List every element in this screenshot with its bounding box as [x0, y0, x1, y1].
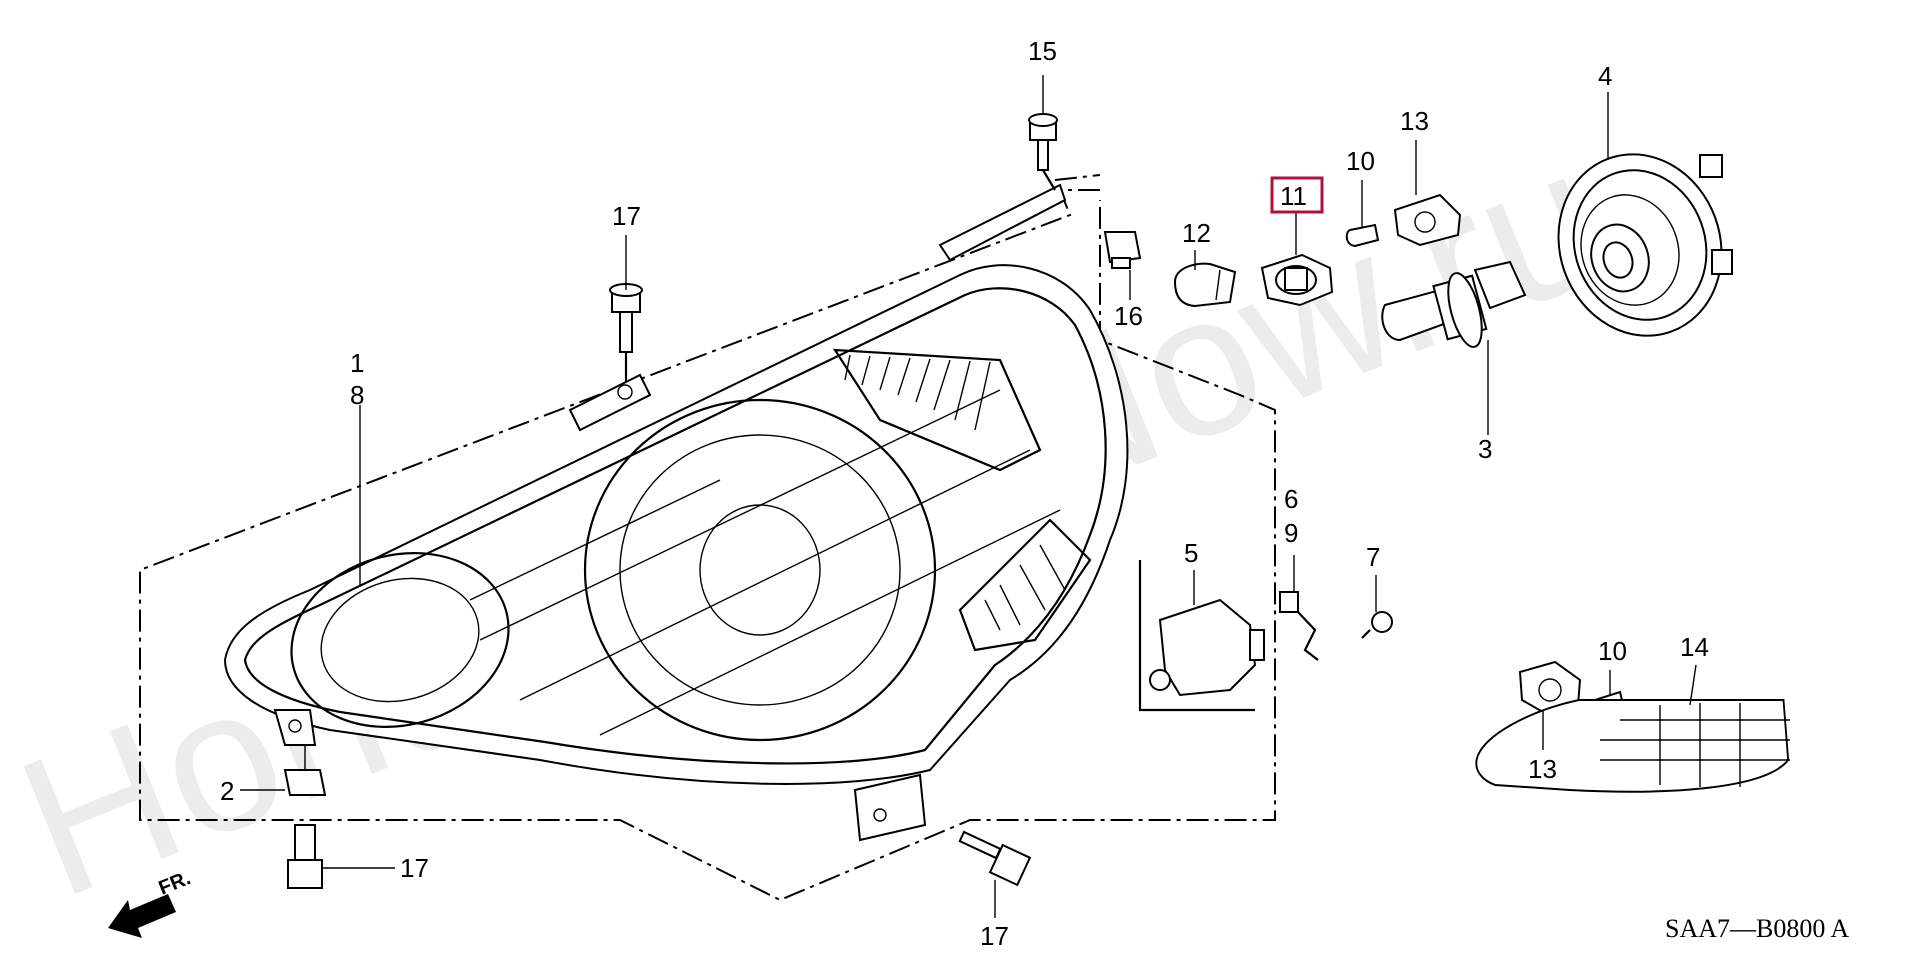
bolt-17-bottom-left[interactable] [287, 824, 323, 889]
assembly-outline [139, 174, 1276, 902]
label-part-3[interactable]: 3 [1478, 434, 1492, 464]
label-part-17-bottom-middle[interactable]: 17 [980, 921, 1009, 951]
clip-6-9[interactable] [1279, 591, 1319, 661]
headlight-assembly[interactable] [223, 183, 1129, 842]
side-marker-14[interactable] [1475, 699, 1790, 793]
bulb-12[interactable] [1173, 262, 1237, 308]
leader-lines [240, 75, 1697, 918]
label-part-12[interactable]: 12 [1182, 218, 1211, 248]
label-part-15[interactable]: 15 [1028, 36, 1057, 66]
leveling-actuator-5[interactable] [1138, 560, 1265, 712]
label-part-5[interactable]: 5 [1184, 538, 1198, 568]
label-part-14[interactable]: 14 [1680, 632, 1709, 662]
socket-11[interactable] [1260, 253, 1334, 307]
label-part-1[interactable]: 1 [350, 348, 364, 378]
nut-2[interactable] [283, 745, 327, 796]
label-part-7[interactable]: 7 [1366, 542, 1380, 572]
label-part-17-bottom-left[interactable]: 17 [400, 853, 429, 883]
label-part-6[interactable]: 6 [1284, 484, 1298, 514]
part-labels: 1 8 2 3 4 5 6 9 7 10 10 11 12 13 13 14 1… [220, 36, 1709, 951]
label-part-2[interactable]: 2 [220, 776, 234, 806]
clip-16[interactable] [1103, 231, 1142, 269]
screw-7[interactable] [1361, 611, 1393, 639]
label-part-13-bottom[interactable]: 13 [1528, 754, 1557, 784]
label-part-8[interactable]: 8 [350, 380, 364, 410]
label-part-11[interactable]: 11 [1280, 181, 1307, 211]
socket-13-top[interactable] [1393, 193, 1462, 247]
label-part-16[interactable]: 16 [1114, 301, 1143, 331]
label-part-4[interactable]: 4 [1598, 61, 1612, 91]
label-part-9[interactable]: 9 [1284, 518, 1298, 548]
dust-cover-4[interactable] [1533, 131, 1746, 359]
label-part-10-top[interactable]: 10 [1346, 146, 1375, 176]
bolt-17-bottom-middle[interactable] [958, 830, 1032, 887]
bulb-3[interactable] [1381, 260, 1527, 350]
front-arrow-icon [108, 894, 176, 938]
bolt-17-top[interactable] [609, 283, 643, 382]
part-11-highlight-box [1270, 176, 1324, 214]
label-part-10-bottom[interactable]: 10 [1598, 636, 1627, 666]
diagram-code: SAA7—B0800 A [1665, 914, 1849, 943]
label-part-13-top[interactable]: 13 [1400, 106, 1429, 136]
label-part-17-top[interactable]: 17 [612, 201, 641, 231]
screw-15[interactable] [1028, 113, 1058, 191]
bulb-10-top[interactable] [1345, 223, 1380, 248]
